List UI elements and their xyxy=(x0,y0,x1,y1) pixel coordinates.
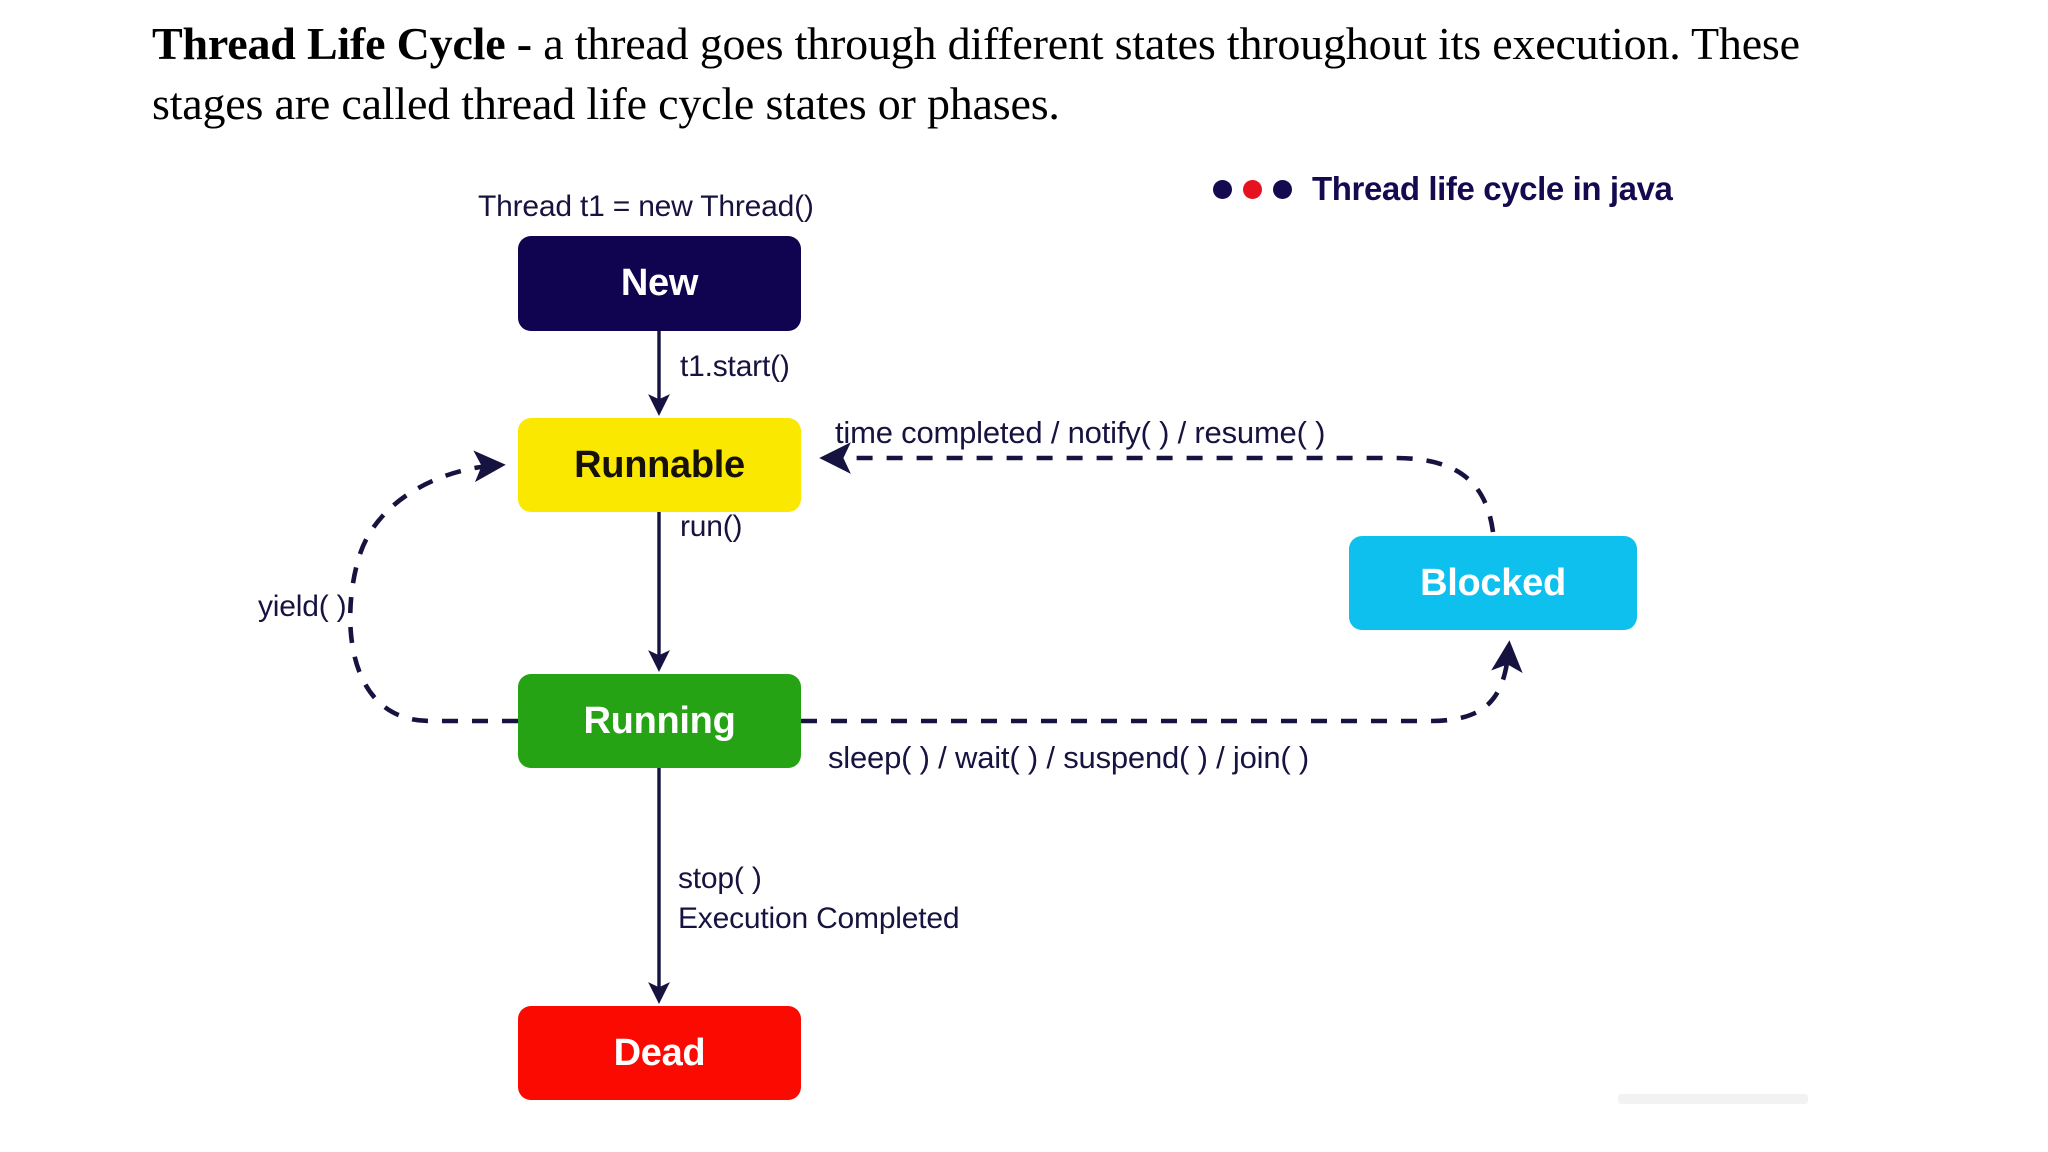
edge-blocked-to-runnable xyxy=(819,442,1496,533)
thread-lifecycle-diagram: Thread life cycle in java New Runnable R… xyxy=(0,150,2048,1152)
state-node-dead[interactable]: Dead xyxy=(518,1006,801,1100)
state-node-dead-label: Dead xyxy=(613,1031,706,1074)
state-node-blocked[interactable]: Blocked xyxy=(1349,536,1637,630)
edge-yield-running-to-runnable xyxy=(347,450,518,724)
page-title-body: a thread goes through different states t… xyxy=(152,18,1800,129)
page-title-lead: Thread Life Cycle - xyxy=(152,18,544,69)
diagram-edges xyxy=(347,331,1523,1004)
edge-label-construct: Thread t1 = new Thread() xyxy=(478,190,814,223)
page-title: Thread Life Cycle - a thread goes throug… xyxy=(152,14,1882,134)
state-node-running-label: Running xyxy=(583,699,736,742)
edge-label-stop: stop( ) xyxy=(678,862,762,895)
title-dot-navy-right-icon xyxy=(1273,179,1292,199)
edge-running-to-blocked xyxy=(801,640,1523,724)
state-node-runnable[interactable]: Runnable xyxy=(518,418,801,512)
state-node-new[interactable]: New xyxy=(518,236,801,331)
edge-label-resume: time completed / notify( ) / resume( ) xyxy=(835,415,1326,450)
state-node-runnable-label: Runnable xyxy=(574,443,745,486)
state-node-new-label: New xyxy=(620,262,699,304)
edge-label-yield: yield( ) xyxy=(258,590,347,623)
edge-label-execution-completed: Execution Completed xyxy=(678,902,960,935)
edge-label-run: run() xyxy=(680,510,743,543)
title-dot-red-icon xyxy=(1243,179,1262,199)
edge-label-block: sleep( ) / wait( ) / suspend( ) / join( … xyxy=(828,740,1310,775)
diagram-title: Thread life cycle in java xyxy=(1213,170,1673,208)
diagram-title-text: Thread life cycle in java xyxy=(1312,170,1673,207)
watermark-artifact xyxy=(1618,1094,1808,1104)
state-node-blocked-label: Blocked xyxy=(1420,561,1566,604)
edge-label-start: t1.start() xyxy=(680,350,790,383)
title-dot-navy-left-icon xyxy=(1213,179,1232,199)
state-node-running[interactable]: Running xyxy=(518,674,801,768)
